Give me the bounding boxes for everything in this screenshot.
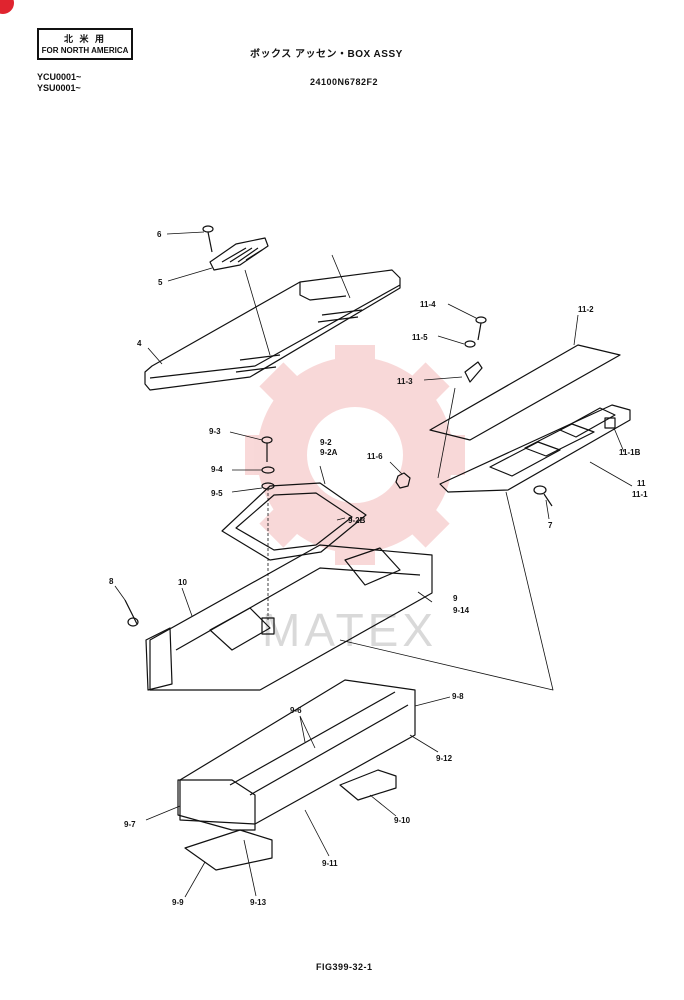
region-stamp: 北 米 用 FOR NORTH AMERICA bbox=[37, 28, 133, 60]
callout-11-3: 11-3 bbox=[397, 377, 413, 386]
region-stamp-en: FOR NORTH AMERICA bbox=[41, 46, 129, 55]
figure-id: FIG399-32-1 bbox=[316, 962, 373, 972]
part-9-2-plate bbox=[221, 482, 367, 561]
part-9-10-pad bbox=[339, 769, 397, 801]
callout-11-1B: 11-1B bbox=[619, 448, 641, 457]
page-title: ボックス アッセン・BOX ASSY bbox=[250, 49, 403, 60]
callout-9-6: 9-6 bbox=[290, 706, 302, 715]
callout-9-12: 9-12 bbox=[436, 754, 453, 763]
callout-9-7: 9-7 bbox=[124, 820, 136, 829]
callout-9-3: 9-3 bbox=[209, 427, 221, 436]
callout-11-2: 11-2 bbox=[578, 305, 594, 314]
part-5-grille bbox=[209, 237, 269, 271]
part-6-screw bbox=[202, 225, 214, 253]
callout-9-13: 9-13 bbox=[250, 898, 267, 907]
part-8-fitting bbox=[124, 599, 139, 627]
callout-9-14: 9-14 bbox=[453, 606, 470, 615]
part-7-bolt bbox=[533, 485, 553, 507]
watermark-text: MATEX bbox=[262, 604, 437, 656]
part-9-7-endplate bbox=[177, 779, 256, 831]
corner-mark bbox=[0, 0, 14, 14]
callout-10: 10 bbox=[178, 578, 187, 587]
callout-9: 9 bbox=[453, 594, 458, 603]
part-9-8-tray bbox=[179, 679, 416, 825]
callout-7: 7 bbox=[548, 521, 553, 530]
part-11-6-nut bbox=[395, 472, 411, 489]
part-11-4-screw bbox=[475, 316, 487, 341]
callout-9-10: 9-10 bbox=[394, 816, 411, 825]
callout-11-1: 11-1 bbox=[632, 490, 648, 499]
callout-11-4: 11-4 bbox=[420, 300, 436, 309]
part-11-lid bbox=[429, 344, 631, 493]
callout-6: 6 bbox=[157, 230, 162, 239]
part-11-3-hinge bbox=[464, 361, 483, 383]
part-10-bracket bbox=[145, 627, 173, 691]
callout-9-2A: 9-2A bbox=[320, 448, 338, 457]
part-number: 24100N6782F2 bbox=[310, 77, 379, 87]
callout-9-4: 9-4 bbox=[211, 465, 223, 474]
callout-11-6: 11-6 bbox=[367, 452, 383, 461]
callout-9-11: 9-11 bbox=[322, 859, 338, 868]
callout-9-9: 9-9 bbox=[172, 898, 184, 907]
part-9-9-pad bbox=[184, 829, 273, 871]
callout-9-2: 9-2 bbox=[320, 438, 332, 447]
callout-9-5: 9-5 bbox=[211, 489, 223, 498]
serial-2: YSU0001~ bbox=[37, 83, 81, 93]
callout-8: 8 bbox=[109, 577, 114, 586]
serial-1: YCU0001~ bbox=[37, 72, 82, 82]
callout-5: 5 bbox=[158, 278, 163, 287]
watermark-gear-icon bbox=[245, 345, 465, 565]
callout-11: 11 bbox=[637, 479, 646, 488]
callout-4: 4 bbox=[137, 339, 142, 348]
part-11-5-washer bbox=[464, 340, 476, 348]
callout-labels: 6 5 4 11-4 11-5 11-3 11-2 11-1B 11 11-1 … bbox=[109, 230, 648, 907]
region-stamp-jp: 北 米 用 bbox=[63, 34, 106, 44]
callout-9-2B: 9-2B bbox=[348, 516, 366, 525]
leader-lines bbox=[114, 231, 633, 898]
part-4-cover bbox=[144, 269, 401, 391]
serial-range: YCU0001~ YSU0001~ bbox=[37, 72, 81, 94]
callout-9-8: 9-8 bbox=[452, 692, 464, 701]
callout-11-5: 11-5 bbox=[412, 333, 428, 342]
